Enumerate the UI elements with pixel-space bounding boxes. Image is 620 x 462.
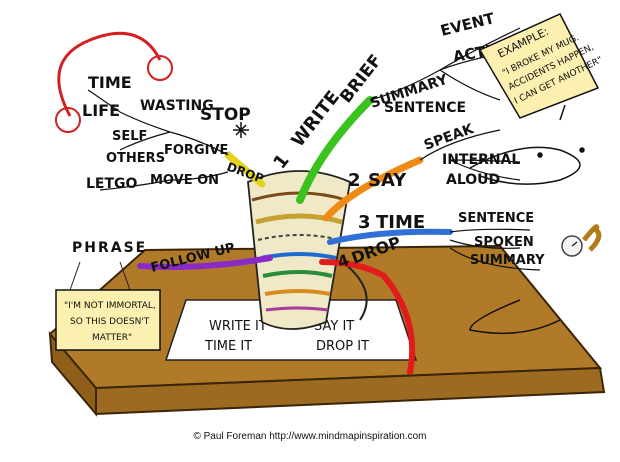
note-time-it: TIME IT (204, 339, 252, 354)
aloud-label: ALOUD (446, 172, 500, 188)
branch-3-number: 3 (358, 212, 371, 233)
stopwatch-icon (561, 224, 602, 257)
speak-label: SPEAK (422, 121, 477, 154)
branch-time-label: TIME (376, 212, 425, 233)
phrase-note-line-1: "I'M NOT IMMORTAL, (64, 301, 156, 311)
drop-left-label: DROP (225, 160, 266, 186)
summary-time-label: SUMMARY (470, 253, 545, 268)
letgo-label: LETGO (86, 176, 138, 192)
stop-label: STOP (200, 105, 251, 125)
sub-branches (87, 27, 541, 271)
copyright-credit: © Paul Foreman http://www.mindmapinspira… (193, 431, 427, 442)
spoken-label: SPOKEN (474, 235, 534, 250)
note-write-it: WRITE IT (209, 319, 267, 334)
note-drop-it: DROP IT (316, 339, 369, 354)
life-label: LIFE (82, 101, 120, 120)
branch-say-label: SAY (368, 170, 407, 191)
phrase-label: PHRASE (72, 240, 147, 256)
event-label: EVENT (439, 9, 497, 40)
branch-2-number: 2 (348, 170, 361, 191)
branch-1-number: 1 (269, 150, 293, 173)
time-stop-label: TIME (88, 73, 132, 92)
main-branches (137, 96, 453, 375)
phrase-note-line-2: SO THIS DOESN'T (70, 317, 150, 327)
sentence-label: SENTENCE (384, 100, 466, 116)
center-note: WRITE IT SAY IT TIME IT DROP IT (164, 299, 418, 361)
sentence-time-label: SENTENCE (458, 211, 534, 226)
self-label: SELF (112, 129, 147, 144)
phrase-note: "I'M NOT IMMORTAL, SO THIS DOESN'T MATTE… (55, 261, 161, 351)
move-on-label: MOVE ON (150, 173, 219, 188)
mug-illustration (247, 170, 368, 330)
others-label: OTHERS (106, 151, 165, 166)
internal-label: INTERNAL (442, 152, 520, 168)
decorations (55, 31, 585, 335)
phrase-note-line-3: MATTER" (92, 333, 132, 343)
example-note: EXAMPLE: "I BROKE MY MUG. ACCIDENTS HAPP… (478, 13, 604, 119)
forgive-label: FORGIVE (164, 143, 228, 158)
branch-labels: 1 WRITE BRIEF SUMMARY SENTENCE EVENT ACT… (72, 9, 545, 276)
wasting-label: WASTING (140, 98, 214, 114)
